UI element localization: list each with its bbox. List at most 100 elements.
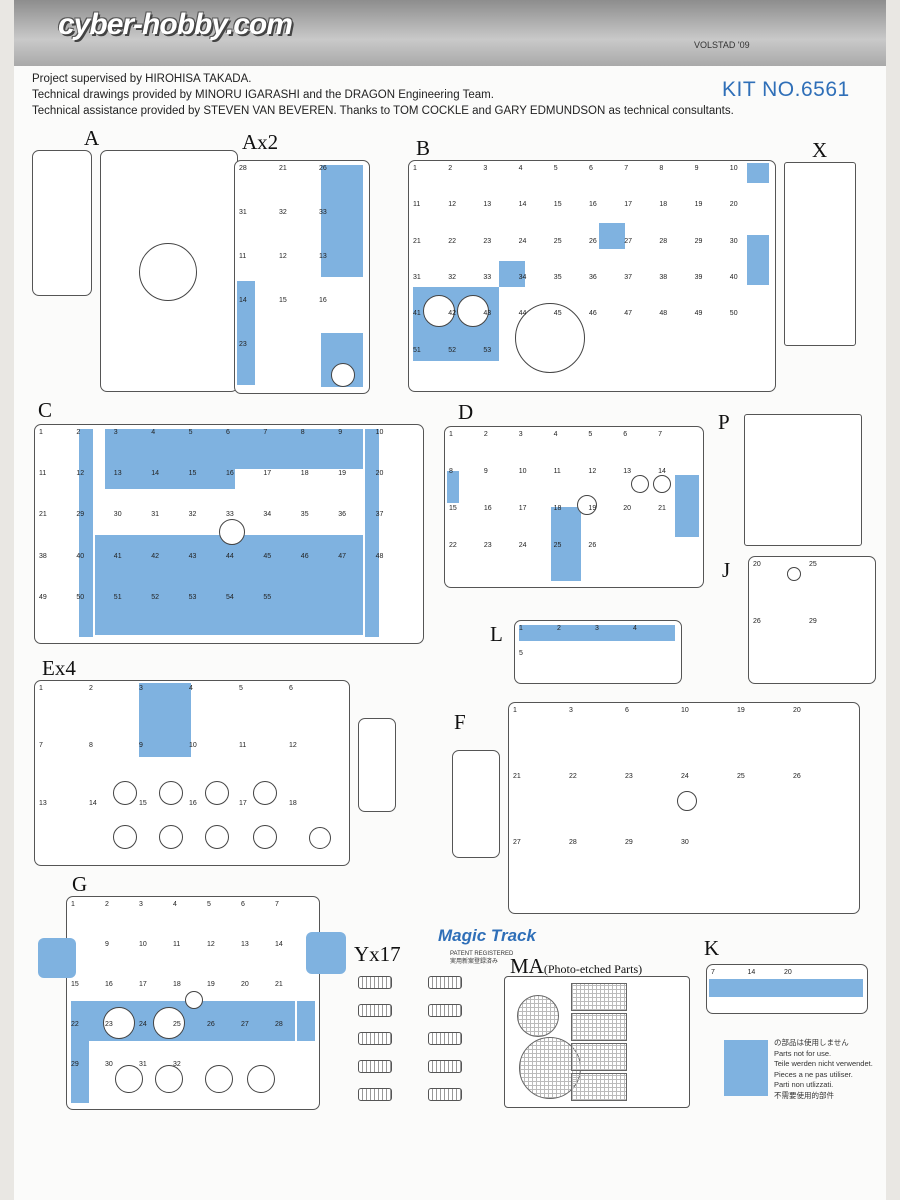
sprue-label-ex4: Ex4: [42, 656, 76, 680]
part-number: 2: [76, 429, 81, 436]
part-number: 29: [76, 511, 85, 519]
part-number: 26: [319, 165, 327, 172]
artist-signature: VOLSTAD '09: [694, 40, 750, 50]
sprue-a-frame-small: [32, 150, 92, 296]
legend-line: Parti non utlizzati.: [774, 1080, 834, 1089]
part-number: 44: [226, 552, 234, 560]
part-number: 23: [483, 237, 492, 245]
part-number: 29: [809, 618, 817, 625]
road-wheel-part: [253, 825, 277, 849]
part-number: 1: [449, 431, 453, 438]
part-number: 41: [413, 310, 421, 318]
credit-line: Project supervised by HIROHISA TAKADA.: [32, 73, 252, 85]
part-number: 33: [319, 209, 327, 216]
part-number: 32: [279, 209, 287, 216]
patent-text: PATENT REGISTERED: [450, 951, 514, 957]
part-number: 41: [113, 552, 122, 560]
sprue-p-part: [744, 414, 862, 546]
part-number: 49: [39, 593, 47, 601]
unused-parts-area: [95, 535, 235, 635]
unused-parts-area: [297, 1001, 315, 1041]
road-wheel-part: [159, 825, 183, 849]
part-number: 6: [289, 685, 293, 692]
sprue-g-frame: 1234567891011121314151617181920212223242…: [66, 896, 320, 1110]
part-number: 28: [569, 839, 577, 846]
part-number: 25: [553, 542, 562, 549]
magic-track-logo: Magic Track: [438, 926, 536, 945]
part-number: 6: [589, 165, 593, 172]
part-number: 12: [207, 941, 215, 948]
credit-line: Technical assistance provided by STEVEN …: [32, 105, 734, 117]
part-number: 2: [557, 625, 561, 632]
part-number: 38: [39, 552, 47, 560]
part-number: 32: [448, 274, 456, 281]
part-number: 34: [518, 274, 527, 281]
part-number: 13: [483, 201, 492, 209]
photo-etch-fret: [504, 976, 690, 1108]
unused-parts-area: [519, 625, 675, 641]
track-link: [428, 1032, 462, 1045]
part-number: 3: [595, 625, 599, 632]
part-number: 50: [729, 310, 738, 318]
part-number: 53: [483, 346, 492, 354]
part-number: 15: [279, 297, 287, 304]
part-number: 48: [659, 310, 668, 318]
part-number: 10: [729, 165, 738, 172]
idler-wheel-part: [247, 1065, 275, 1093]
part-number: 9: [139, 742, 143, 750]
part-number: 16: [319, 297, 327, 304]
sprue-ex4-side: [358, 718, 396, 812]
wheel-part: [331, 363, 355, 387]
part-number: 40: [76, 552, 85, 560]
part-number: 11: [173, 941, 181, 948]
part-number: 18: [289, 799, 297, 807]
part-number: 6: [226, 429, 230, 436]
sprue-label-ax2: Ax2: [242, 130, 279, 154]
part-number: 33: [226, 511, 234, 519]
part-number: 5: [519, 650, 523, 657]
sprue-label-p: P: [718, 410, 730, 434]
part-number: 4: [553, 431, 558, 438]
part-number: 51: [413, 346, 421, 354]
sprue-gate-circle: [309, 827, 331, 849]
part-number: 29: [71, 1061, 79, 1068]
part-number: 11: [239, 742, 247, 750]
unused-parts-area: [139, 683, 191, 757]
part-number: 25: [553, 237, 562, 245]
unused-parts-area: [551, 507, 581, 581]
part-number: 10: [139, 941, 147, 948]
part-number: 38: [659, 274, 668, 281]
part-number: 1: [513, 707, 517, 714]
part-number: 16: [189, 799, 197, 807]
part-number: 10: [518, 468, 527, 475]
part-number: 3: [139, 901, 143, 908]
part-number: 26: [753, 618, 761, 625]
part-number: 12: [289, 742, 297, 750]
part-number: 1: [39, 685, 43, 692]
part-number: 46: [300, 552, 309, 560]
part-number: 5: [588, 431, 593, 438]
part-number: 52: [448, 346, 456, 354]
part-number: 24: [518, 542, 527, 549]
unused-parts-area: [447, 471, 459, 503]
track-link: [358, 1060, 392, 1073]
part-number: 15: [553, 201, 562, 209]
part-number: 1: [413, 165, 417, 172]
part-number: 39: [694, 274, 703, 281]
part-number: 2: [483, 431, 488, 438]
patent-text-jp: 実用新案登録済み: [450, 959, 499, 965]
part-number: 1: [39, 429, 43, 436]
part-number: 35: [553, 274, 562, 281]
unused-parts-area: [79, 429, 93, 637]
part-number: 25: [173, 1021, 181, 1028]
part-number: 45: [263, 552, 272, 560]
part-number: 4: [151, 429, 156, 436]
part-number: 6: [241, 901, 245, 908]
part-number: 26: [207, 1021, 215, 1028]
sprue-a-frame: [100, 150, 238, 392]
wheel-part: [457, 295, 489, 327]
